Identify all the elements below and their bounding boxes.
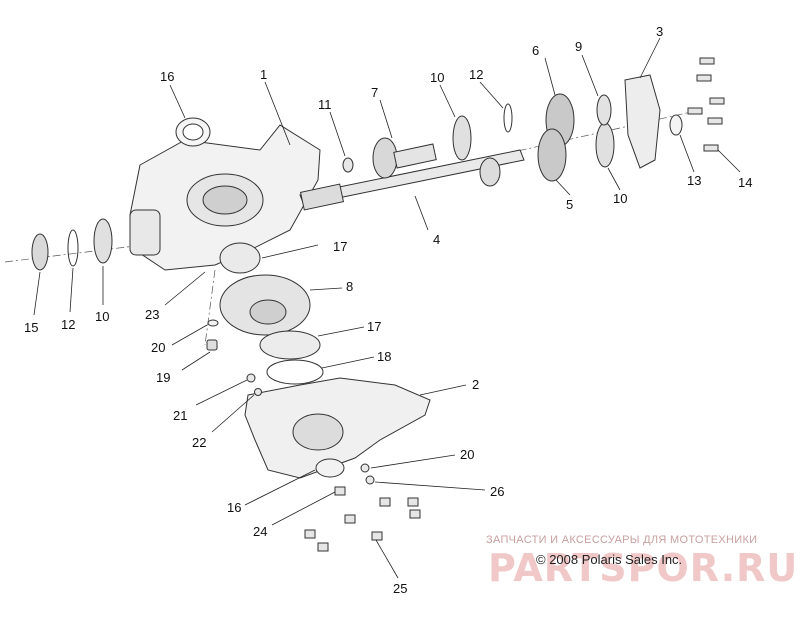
copyright-notice: © 2008 Polaris Sales Inc. bbox=[536, 552, 683, 567]
callout-20-top: 20 bbox=[151, 340, 165, 355]
plug-part-19 bbox=[206, 339, 218, 351]
callout-8: 8 bbox=[346, 279, 353, 294]
callout-16-top: 16 bbox=[160, 69, 174, 84]
callout-labels: 16 1 11 7 10 12 6 9 3 17 4 13 14 5 10 15… bbox=[24, 24, 752, 596]
callout-2: 2 bbox=[472, 377, 479, 392]
cover-part-3 bbox=[624, 74, 661, 169]
callout-1: 1 bbox=[260, 67, 267, 82]
gear-part-7 bbox=[372, 137, 437, 179]
callout-17-top: 17 bbox=[333, 239, 347, 254]
callout-18: 18 bbox=[377, 349, 391, 364]
seal-part-top-inner bbox=[182, 123, 204, 141]
callout-11: 11 bbox=[318, 97, 332, 112]
callout-26: 26 bbox=[490, 484, 504, 499]
nut-part-26 bbox=[365, 475, 375, 485]
bearing-part-a bbox=[452, 115, 472, 161]
housing-part bbox=[129, 124, 321, 271]
callout-14: 14 bbox=[738, 175, 752, 190]
callout-10-left: 10 bbox=[95, 309, 109, 324]
seal-part-16-lower bbox=[315, 458, 345, 478]
callout-6: 6 bbox=[532, 43, 539, 58]
axis-line-vertical bbox=[204, 269, 216, 346]
fastener-part-21 bbox=[246, 373, 256, 383]
callout-10-top: 10 bbox=[430, 70, 444, 85]
callout-12-top: 12 bbox=[469, 67, 483, 82]
watermark-tagline: ЗАПЧАСТИ И АКСЕССУАРЫ ДЛЯ МОТОТЕХНИКИ bbox=[486, 534, 758, 546]
callout-7: 7 bbox=[371, 85, 378, 100]
clip-part-12-right bbox=[503, 103, 513, 133]
bearing-part-c bbox=[93, 218, 113, 264]
bearing-part-9 bbox=[596, 94, 612, 126]
callout-5: 5 bbox=[566, 197, 573, 212]
callout-15: 15 bbox=[24, 320, 38, 335]
callout-10-right: 10 bbox=[613, 191, 627, 206]
bolt-part-24 bbox=[334, 486, 346, 496]
callout-13: 13 bbox=[687, 173, 701, 188]
callout-22: 22 bbox=[192, 435, 206, 450]
callout-16-lower: 16 bbox=[227, 500, 241, 515]
gear-part-shaft bbox=[479, 157, 501, 187]
callout-12-left: 12 bbox=[61, 317, 75, 332]
leader-lines bbox=[33, 37, 741, 579]
spacer-part bbox=[342, 157, 354, 173]
callout-3: 3 bbox=[656, 24, 663, 39]
callout-24: 24 bbox=[253, 524, 267, 539]
callout-17-lower: 17 bbox=[367, 319, 381, 334]
watermark: ЗАПЧАСТИ И АКСЕССУАРЫ ДЛЯ МОТОТЕХНИКИ PA… bbox=[486, 534, 797, 594]
callout-23: 23 bbox=[145, 307, 159, 322]
callout-4: 4 bbox=[433, 232, 440, 247]
washer-part-20 bbox=[207, 319, 219, 327]
washer-part-20-lower bbox=[360, 463, 370, 473]
shaft-part bbox=[299, 149, 525, 211]
callout-19: 19 bbox=[156, 370, 170, 385]
cap-part-15 bbox=[31, 233, 49, 271]
oring-part-18 bbox=[266, 359, 324, 385]
washer-part-13 bbox=[669, 114, 683, 136]
callout-25: 25 bbox=[393, 581, 407, 596]
watermark-brand: PARTSPOR.RU bbox=[488, 546, 799, 590]
fastener-part-22 bbox=[254, 388, 262, 396]
lower-cover-part-2 bbox=[244, 377, 431, 479]
bolts-part-25 bbox=[304, 497, 421, 552]
ring-gear-part-8 bbox=[219, 274, 311, 336]
seal-part-17-lower bbox=[259, 330, 321, 360]
bolts-part-14 bbox=[687, 57, 725, 152]
callout-21: 21 bbox=[173, 408, 187, 423]
callout-9: 9 bbox=[575, 39, 582, 54]
callout-20-lower: 20 bbox=[460, 447, 474, 462]
seal-part-17-top bbox=[219, 242, 261, 274]
clip-part-12-left bbox=[67, 229, 79, 267]
bearing-part-b bbox=[595, 122, 615, 168]
gear-part-5 bbox=[537, 128, 567, 182]
